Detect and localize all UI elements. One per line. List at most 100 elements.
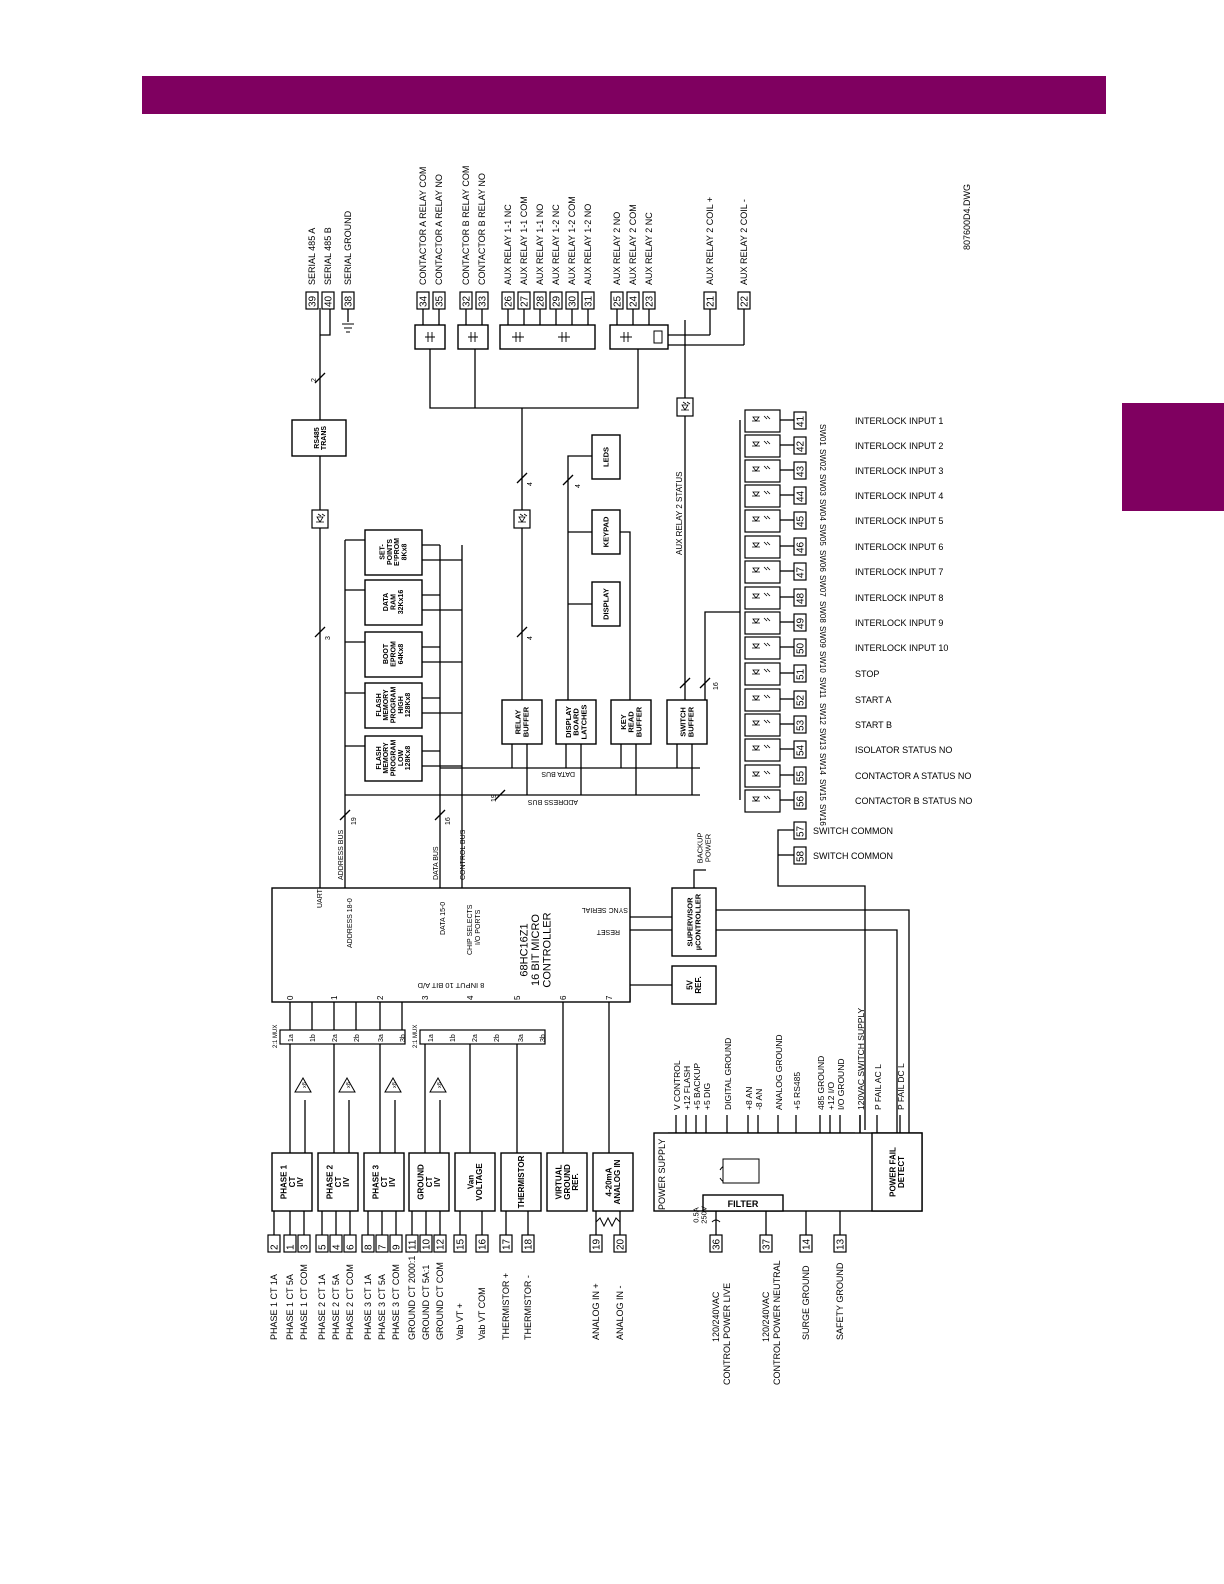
terminal-label: PHASE 2 CT COM <box>345 1264 355 1340</box>
terminal-number: 46 <box>796 541 807 553</box>
backup-power-label: BACKUP <box>696 833 705 864</box>
reset-pin: RESET <box>596 928 620 935</box>
leds-label: LEDS <box>602 447 611 467</box>
terminal-number: 27 <box>520 295 531 307</box>
supply-output-label: +5 BACKUP <box>692 1063 702 1110</box>
terminal-number: 24 <box>629 295 640 307</box>
switch-common-label: SWITCH COMMON <box>813 826 893 836</box>
supply-output-label: 485 GROUND <box>816 1056 826 1110</box>
bus-count: 16 <box>445 817 452 825</box>
switch-terminal-box <box>793 511 807 530</box>
supervisor-label: µCONTROLLER <box>694 893 703 950</box>
switch-terminal-box <box>793 486 807 505</box>
supply-output-label: +5 DIG <box>702 1083 712 1110</box>
switch-input-label: INTERLOCK INPUT 5 <box>855 516 943 526</box>
filter-label: FILTER <box>728 1199 759 1209</box>
terminal-number: 54 <box>796 744 807 756</box>
led-glyph <box>752 668 771 675</box>
input-block-2 <box>317 1152 359 1212</box>
input-block-label: CT <box>334 1177 343 1188</box>
terminal-box <box>759 1234 773 1253</box>
bus-tick <box>494 789 506 801</box>
p-fail-wire <box>716 929 898 1133</box>
switch-common-wire <box>777 829 866 1130</box>
terminal-number: 21 <box>706 295 717 307</box>
terminal-number: 58 <box>796 850 807 862</box>
input-block-label: GROUND <box>563 1164 572 1200</box>
terminal-label: AUX RELAY 1-2 NO <box>583 204 593 285</box>
input-block-label: THERMISTOR <box>517 1155 526 1208</box>
input-block-label: ANALOG IN <box>613 1159 622 1204</box>
input-block-label: I/V <box>388 1176 397 1186</box>
p-fail-wire <box>716 909 910 1133</box>
bus-tick <box>314 372 326 384</box>
terminal-box <box>433 1234 447 1253</box>
terminal-number: 32 <box>462 295 473 307</box>
terminal-number: 29 <box>552 295 563 307</box>
memory-label: BOOT <box>383 643 390 664</box>
terminal-box <box>297 1234 311 1253</box>
bus-label: ADDRESS BUS <box>338 829 345 880</box>
terminal-label: AUX RELAY 2 COIL - <box>739 199 749 285</box>
controller-label: 16 BIT MICRO <box>530 914 542 986</box>
led-glyph <box>518 513 528 523</box>
led-glyph <box>752 770 771 777</box>
supply-output-label: V CONTROL <box>672 1060 682 1110</box>
switch-terminal-box <box>793 690 807 709</box>
terminal-box <box>589 1234 603 1253</box>
terminal-number: 53 <box>796 719 807 731</box>
terminal-box <box>475 291 489 310</box>
buffer-label: DISPLAY <box>564 706 573 738</box>
memory-label: FLASH <box>376 746 383 769</box>
terminal-number: 49 <box>796 617 807 629</box>
buffer-label: BUFFER <box>522 706 531 737</box>
terminal-number: 17 <box>502 1238 513 1250</box>
buffer-label: SWITCH <box>679 707 688 737</box>
terminal-label: PHASE 1 CT 1A <box>269 1274 279 1340</box>
rs485-label: RS485 <box>314 427 321 449</box>
contactor-b-relay-icon <box>457 324 489 350</box>
terminal-box <box>517 291 531 310</box>
bus-tick <box>679 677 691 689</box>
terminal-label: ANALOG IN + <box>591 1283 601 1340</box>
terminal-label: SAFETY GROUND <box>835 1262 845 1340</box>
switch-common-terminal <box>793 846 807 865</box>
buffer-label: RELAY <box>514 710 523 735</box>
terminal-label: 120/240VAC <box>711 1291 721 1342</box>
mux-pin: 2b <box>354 1034 361 1042</box>
terminal-number: 9 <box>392 1244 403 1250</box>
fuse-icon <box>711 1219 721 1223</box>
bus-tick <box>516 626 528 638</box>
switch-input-opto-icon <box>744 738 781 762</box>
switch-input-label: INTERLOCK INPUT 1 <box>855 416 943 426</box>
switch-input-opto-icon <box>744 434 781 458</box>
bus-count: 16 <box>713 682 720 690</box>
terminal-label: AUX RELAY 2 NC <box>644 212 654 285</box>
terminal-box <box>799 1234 813 1253</box>
terminal-number: 31 <box>584 295 595 307</box>
terminal-label: Vab VT COM <box>477 1287 487 1340</box>
terminal-box <box>305 291 319 310</box>
memory-label: DATA <box>383 593 390 611</box>
buffer-label: KEY <box>619 714 628 729</box>
switch-id: SW02 <box>818 449 827 471</box>
switch-input-opto-icon <box>744 713 781 737</box>
terminal-box <box>610 291 624 310</box>
switch-id: SW16 <box>818 804 827 826</box>
chip-select-pin: CHIP SELECTS <box>467 904 474 955</box>
mux-pin: 1a <box>288 1034 295 1042</box>
terminal-box <box>642 291 656 310</box>
switch-id: SW11 <box>818 677 827 699</box>
terminal-label: ANALOG IN - <box>615 1285 625 1340</box>
mux-pin: 3a <box>378 1034 385 1042</box>
switch-terminal-box <box>793 664 807 683</box>
buffer-label: READ <box>627 711 636 733</box>
switch-input-opto-icon <box>744 764 781 788</box>
ad-channel-number: 0 <box>286 995 295 1000</box>
mux-1-block <box>279 1029 406 1045</box>
led-glyph <box>752 744 771 751</box>
ad-channel-number: 4 <box>466 995 475 1000</box>
terminal-number: 15 <box>456 1238 467 1250</box>
supply-output-label: 120VAC SWITCH SUPPLY <box>856 1007 866 1110</box>
terminal-number: 16 <box>478 1238 489 1250</box>
